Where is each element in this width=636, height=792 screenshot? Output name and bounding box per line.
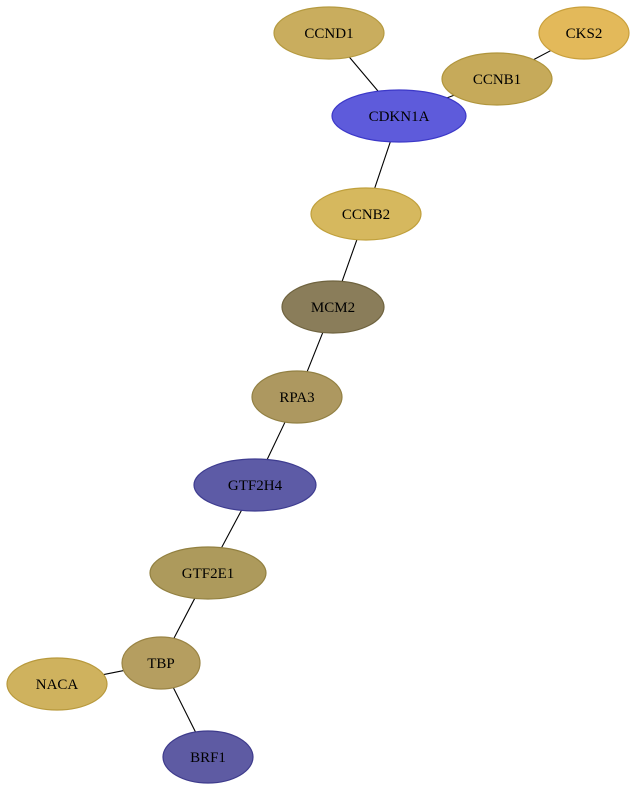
node-ellipse bbox=[193, 458, 317, 512]
node-label: GTF2E1 bbox=[182, 566, 235, 582]
edge-gtf2h4-gtf2e1 bbox=[221, 510, 242, 548]
node-naca[interactable]: NACA bbox=[6, 657, 108, 711]
node-gtf2h4[interactable]: GTF2H4 bbox=[193, 458, 317, 512]
edge-mcm2-rpa3 bbox=[306, 332, 324, 372]
node-label: MCM2 bbox=[311, 300, 355, 316]
node-gtf2e1[interactable]: GTF2E1 bbox=[149, 546, 267, 600]
edges-layer bbox=[103, 50, 552, 733]
edge-cks2-ccnb1 bbox=[533, 50, 552, 61]
node-ellipse bbox=[538, 6, 630, 60]
edge-rpa3-gtf2h4 bbox=[266, 421, 286, 460]
node-label: BRF1 bbox=[190, 750, 226, 766]
node-label: NACA bbox=[36, 677, 79, 693]
node-cks2[interactable]: CKS2 bbox=[538, 6, 630, 60]
edge-tbp-naca bbox=[103, 669, 124, 676]
node-ellipse bbox=[273, 6, 385, 60]
node-label: TBP bbox=[147, 656, 175, 672]
edge-cdkn1a-ccnb2 bbox=[374, 141, 391, 189]
node-ccnb2[interactable]: CCNB2 bbox=[310, 187, 422, 241]
node-ellipse bbox=[162, 730, 254, 784]
node-ellipse bbox=[251, 370, 343, 424]
node-label: CKS2 bbox=[566, 26, 603, 42]
node-ccnd1[interactable]: CCND1 bbox=[273, 6, 385, 60]
node-mcm2[interactable]: MCM2 bbox=[281, 280, 385, 334]
node-label: RPA3 bbox=[279, 390, 314, 406]
edge-tbp-brf1 bbox=[172, 687, 197, 733]
node-ellipse bbox=[6, 657, 108, 711]
node-label: GTF2H4 bbox=[228, 478, 283, 494]
node-ellipse bbox=[310, 187, 422, 241]
node-ellipse bbox=[281, 280, 385, 334]
edge-ccnb2-mcm2 bbox=[341, 239, 358, 282]
node-ellipse bbox=[149, 546, 267, 600]
node-cdkn1a[interactable]: CDKN1A bbox=[331, 89, 467, 143]
node-ellipse bbox=[331, 89, 467, 143]
node-label: CCND1 bbox=[304, 26, 353, 42]
edge-ccnb1-cdkn1a bbox=[446, 94, 455, 99]
node-label: CDKN1A bbox=[369, 109, 430, 125]
node-label: CCNB1 bbox=[473, 72, 521, 88]
node-ellipse bbox=[121, 636, 201, 690]
node-tbp[interactable]: TBP bbox=[121, 636, 201, 690]
node-ccnb1[interactable]: CCNB1 bbox=[441, 52, 553, 106]
edge-gtf2e1-tbp bbox=[173, 598, 196, 639]
node-ellipse bbox=[441, 52, 553, 106]
edge-ccnd1-cdkn1a bbox=[348, 56, 379, 92]
node-rpa3[interactable]: RPA3 bbox=[251, 370, 343, 424]
node-label: CCNB2 bbox=[342, 207, 390, 223]
node-brf1[interactable]: BRF1 bbox=[162, 730, 254, 784]
